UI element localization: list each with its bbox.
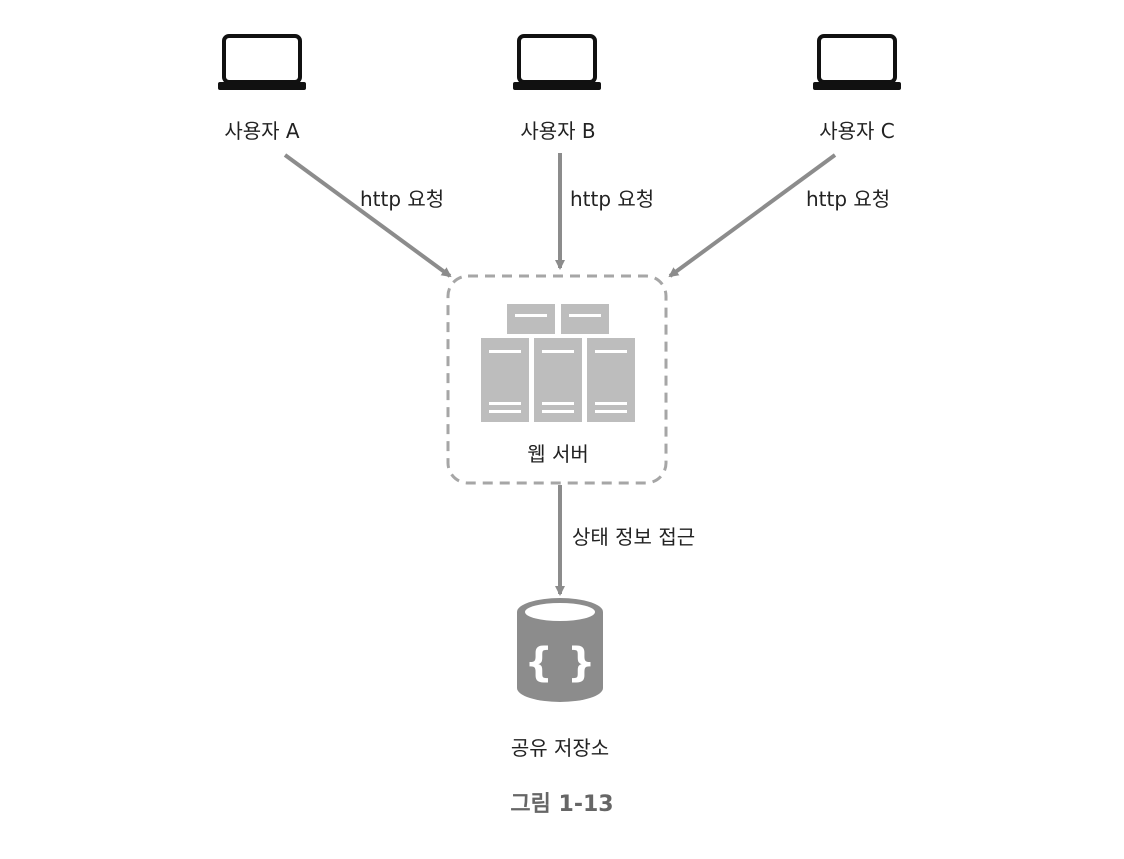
user-c-label: 사용자 C: [819, 119, 895, 143]
request-arrow-a: [283, 153, 452, 278]
http-request-label-a: http 요청: [360, 187, 445, 211]
server-rack-icon: [481, 304, 635, 422]
laptop-icon: [813, 34, 901, 90]
laptop-icon: [218, 34, 306, 90]
laptop-icon: [513, 34, 601, 90]
shared-storage-label: 공유 저장소: [510, 736, 610, 760]
database-icon: { }: [517, 598, 603, 702]
http-request-label-b: http 요청: [570, 187, 655, 211]
http-request-label-c: http 요청: [806, 187, 891, 211]
user-a-label: 사용자 A: [224, 119, 300, 143]
request-arrow-c: [668, 153, 837, 278]
braces-symbol: { }: [525, 640, 596, 686]
web-server-label: 웹 서버: [527, 442, 589, 466]
figure-caption: 그림 1-13: [510, 792, 614, 817]
web-server-boundary: [446, 274, 668, 485]
user-b-label: 사용자 B: [520, 119, 596, 143]
state-access-label: 상태 정보 접근: [572, 525, 696, 549]
